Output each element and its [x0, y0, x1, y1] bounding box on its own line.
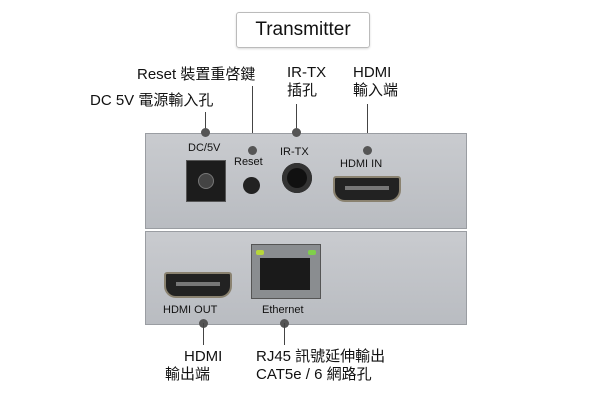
hdmi-in-leader-line	[367, 104, 368, 150]
dc-callout: DC 5V 電源輸入孔	[90, 92, 214, 109]
irtx-jack	[282, 163, 312, 193]
transmitter-title: Transmitter	[236, 12, 370, 48]
hdmi-out-leader-line	[203, 323, 204, 345]
irtx-leader-line	[296, 104, 297, 132]
irtx-panel-label: IR-TX	[280, 146, 309, 158]
irtx-callout-line2: 插孔	[287, 82, 318, 99]
ethernet-panel-label: Ethernet	[262, 304, 304, 316]
irtx-leader-dot	[292, 128, 301, 137]
ethernet-led-left	[256, 250, 264, 255]
ethernet-port	[251, 244, 321, 299]
rj45-callout-line1: RJ45 訊號延伸輸出	[256, 348, 386, 365]
dc-panel-label: DC/5V	[188, 142, 221, 154]
dc-power-jack	[186, 160, 226, 202]
hdmi-out-panel-label: HDMI OUT	[163, 304, 218, 316]
reset-leader-dot	[248, 146, 257, 155]
rj45-callout-line2: CAT5e / 6 網路孔	[256, 366, 372, 383]
reset-panel-label: Reset	[234, 156, 263, 168]
ethernet-leader-line	[284, 323, 285, 345]
hdmi-out-callout-line1: HDMI	[184, 348, 223, 365]
dc-leader-line	[205, 112, 206, 132]
reset-callout: Reset 裝置重啓鍵	[137, 66, 256, 83]
reset-leader-line	[252, 86, 253, 148]
hdmi-in-callout-line1: HDMI	[353, 64, 392, 81]
irtx-callout-line1: IR-TX	[287, 64, 327, 81]
hdmi-in-callout-line2: 輸入端	[353, 82, 399, 99]
hdmi-in-port	[333, 176, 401, 202]
hdmi-in-leader-dot	[363, 146, 372, 155]
dc-leader-dot	[201, 128, 210, 137]
hdmi-out-callout-line2: 輸出端	[165, 366, 211, 383]
hdmi-in-panel-label: HDMI IN	[340, 158, 383, 170]
reset-button[interactable]	[243, 177, 260, 194]
ethernet-led-right	[308, 250, 316, 255]
hdmi-out-port	[164, 272, 232, 298]
